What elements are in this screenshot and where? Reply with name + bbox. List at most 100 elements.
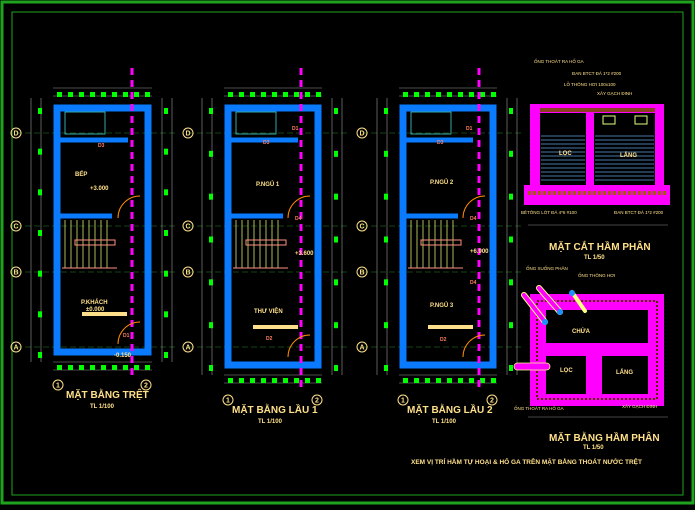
section-label-settle: LẮNG	[620, 151, 637, 159]
label-underline	[428, 325, 473, 329]
dimension-tick	[123, 92, 128, 97]
dimension-tick	[414, 378, 419, 383]
label-underline	[253, 325, 298, 329]
dimension-tick	[239, 92, 244, 97]
label-underline	[82, 312, 127, 316]
dimension-tick	[283, 92, 288, 97]
dimension-tick	[261, 378, 266, 383]
axis-bubble	[182, 127, 194, 139]
dimension-tick	[272, 378, 277, 383]
axis-bubble	[10, 220, 22, 232]
vent-box	[602, 115, 616, 125]
plan-title: MẶT BẰNG LẦU 2	[407, 403, 493, 416]
dimension-tick	[90, 92, 95, 97]
exterior-wall	[53, 104, 152, 356]
axis-label: D	[359, 131, 364, 138]
dimension-tick	[334, 193, 338, 200]
dimension-tick	[209, 150, 213, 157]
dimension-tick	[334, 150, 338, 157]
axis-label: 2	[315, 398, 319, 405]
axis-bubble	[356, 220, 368, 232]
axis-bubble	[356, 266, 368, 278]
door-swing	[287, 334, 311, 358]
dimension-tick	[384, 365, 388, 371]
level-label: +6.900	[470, 249, 489, 255]
axis-bubble	[140, 379, 152, 391]
label-outlet-pipe: ỐNG THOÁT RA HỐ GA	[514, 405, 564, 411]
chamber-settle	[602, 356, 648, 394]
dimension-tick	[164, 148, 168, 155]
axis-label: A	[359, 345, 364, 352]
dimension-tick	[491, 92, 496, 97]
dimension-tick	[134, 365, 139, 370]
dimension-tick	[57, 365, 62, 370]
dimension-tick	[305, 378, 310, 383]
label-vent-hole: LỖ THÔNG HƠI 100x100	[564, 81, 616, 87]
stair-handrail	[245, 239, 287, 246]
dimension-tick	[458, 378, 463, 383]
section-title: MẶT CẮT HẦM PHÂN	[549, 240, 651, 253]
plan-title: MẶT BẰNG TRỆT	[66, 388, 149, 401]
label-brick-wall: XÂY GẠCH ĐINH	[622, 403, 657, 409]
dimension-tick	[447, 92, 452, 97]
dimension-tick	[491, 378, 496, 383]
door-tag: D1	[292, 126, 299, 132]
dimension-tick	[509, 236, 513, 243]
dimension-tick	[209, 236, 213, 243]
axis-bubble	[397, 394, 409, 406]
axis-bubble	[182, 266, 194, 278]
dimension-tick	[384, 150, 388, 157]
dimension-tick	[334, 365, 338, 371]
dimension-tick	[425, 92, 430, 97]
plan-label-storage: CHỨA	[572, 328, 591, 335]
dimension-tick	[164, 108, 168, 114]
axis-label: C	[359, 224, 364, 231]
axis-bubble	[10, 266, 22, 278]
dimension-tick	[509, 322, 513, 329]
dimension-tick	[403, 378, 408, 383]
axis-label: C	[13, 224, 18, 231]
axis-label: D	[13, 131, 18, 138]
dimension-tick	[403, 92, 408, 97]
door-tag: D2	[266, 336, 273, 342]
dimension-tick	[209, 322, 213, 329]
label-brick-wall: XÂY GẠCH ĐINH	[597, 90, 632, 96]
bathroom-fixtures	[64, 111, 106, 135]
door-swing	[287, 195, 311, 219]
dimension-tick	[384, 322, 388, 329]
axis-bubble	[182, 341, 194, 353]
door-tag: D3	[98, 143, 105, 149]
dimension-tick	[469, 378, 474, 383]
axis-label: B	[13, 270, 18, 277]
sheet-inner-border	[11, 11, 684, 496]
cover-slab	[540, 108, 655, 112]
dimension-tick	[334, 322, 338, 329]
label-cover-slab: ĐAN BTCT ĐÁ 1*2 #200	[572, 70, 622, 76]
dimension-tick	[294, 378, 299, 383]
door-swing	[117, 195, 141, 219]
dimension-tick	[334, 108, 338, 114]
dimension-tick	[38, 189, 42, 196]
door-tag: D2	[440, 337, 447, 343]
dimension-tick	[38, 148, 42, 155]
level-label: ±0.000	[86, 307, 105, 313]
section-base-slab	[524, 185, 670, 205]
dimension-tick	[228, 378, 233, 383]
plan-floor2-labels: P.NGỦ 2 P.NGỦ 3 +6.900 D4 D4 D2 D1 D3 MẶ…	[407, 126, 493, 425]
dimension-tick	[509, 108, 513, 114]
dimension-tick	[384, 279, 388, 286]
door-tag: D4	[470, 280, 477, 286]
dimension-tick	[90, 365, 95, 370]
axis-bubble	[182, 220, 194, 232]
inlet-pipe-icon	[521, 285, 563, 325]
footnote: XEM VỊ TRÍ HẦM TỰ HOẠI & HỐ GA TRÊN MẶT …	[411, 456, 642, 466]
basement-plan-title: MẶT BẰNG HẦM PHÂN	[549, 431, 660, 444]
dimension-tick	[209, 279, 213, 286]
dimension-tick	[209, 365, 213, 371]
room-label-bedroom-2: P.NGỦ 2	[430, 179, 454, 186]
dimension-tick	[57, 92, 62, 97]
